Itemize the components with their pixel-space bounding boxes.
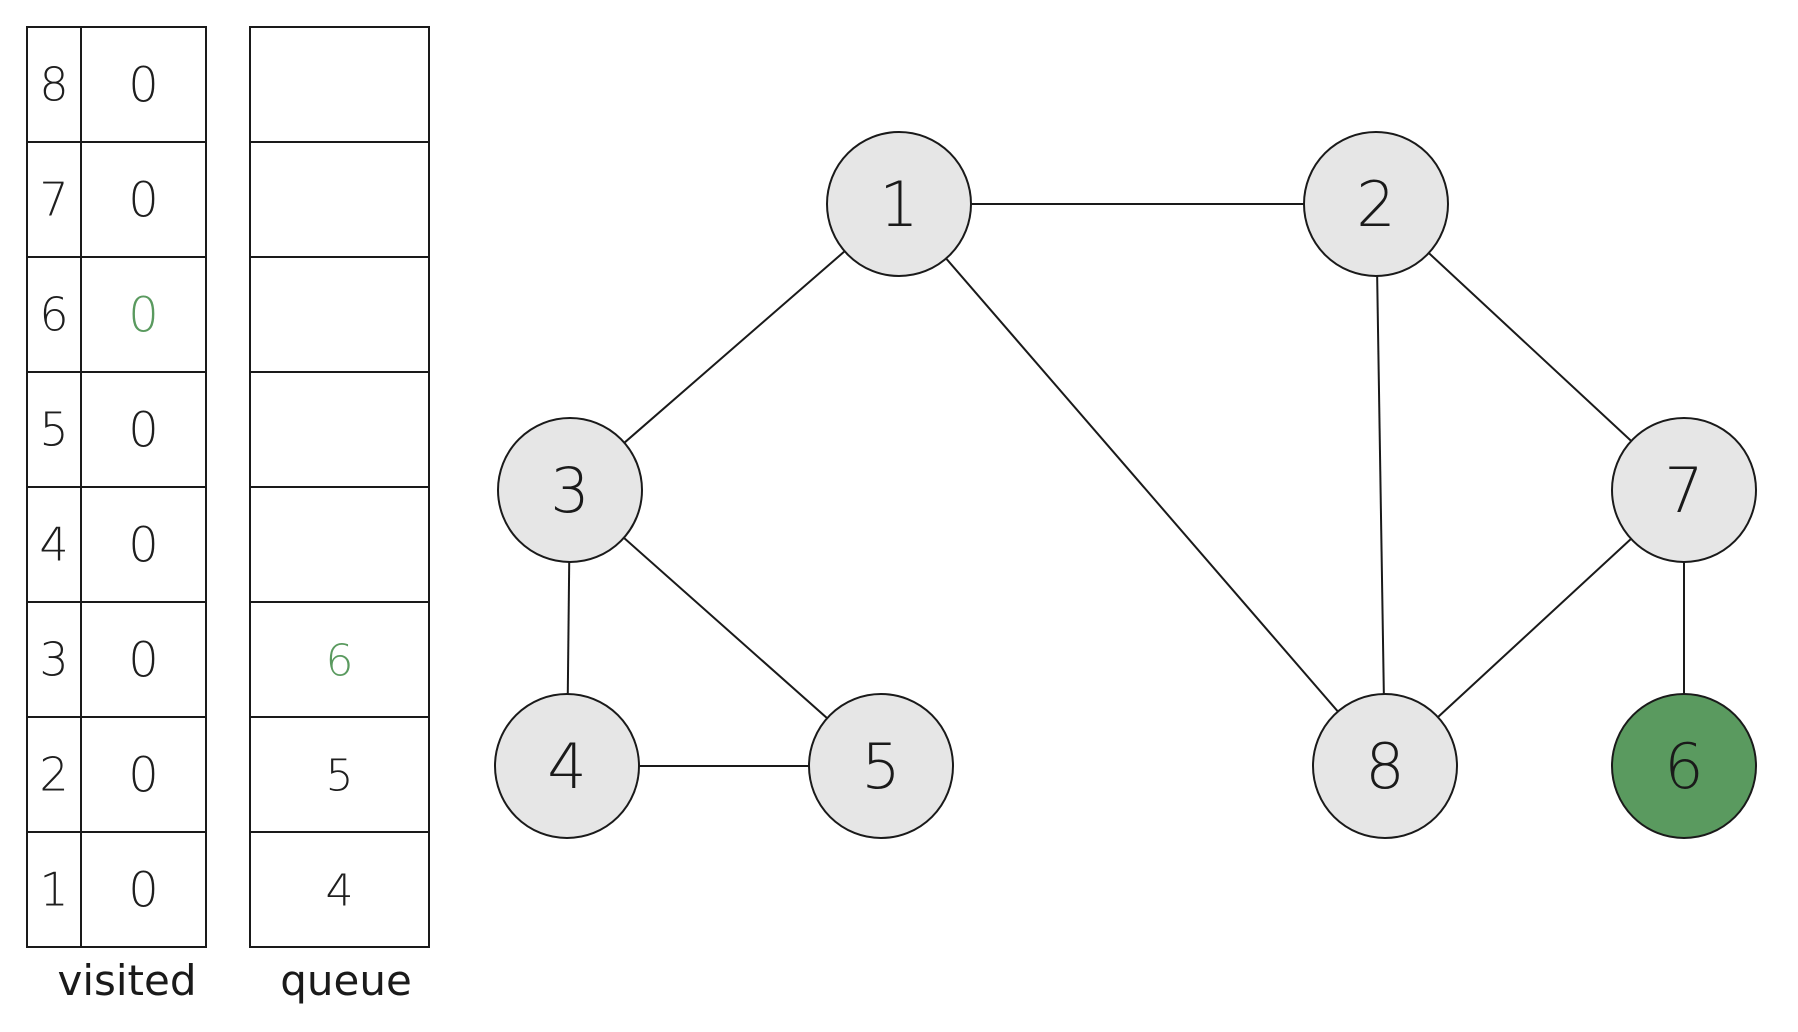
node-circle [826, 131, 972, 277]
visited-index: 6 [39, 288, 68, 342]
visited-index: 3 [39, 633, 68, 687]
node-label: 8 [1365, 730, 1404, 803]
visited-value: 0 [128, 748, 159, 804]
visited-index: 2 [39, 748, 68, 802]
graph-node-4: 4 [494, 693, 640, 839]
queue-cell-box [249, 256, 430, 373]
visited-value: 0 [128, 58, 159, 114]
node-label: 6 [1664, 730, 1703, 803]
node-circle [494, 693, 640, 839]
node-label: 7 [1664, 454, 1703, 527]
queue-caption: queue [280, 956, 412, 1005]
queue-cell-value: 4 [326, 866, 354, 917]
queue-cell: 5 [249, 716, 430, 833]
graph-node-2: 2 [1303, 131, 1449, 277]
graph-nodes: 1 2 3 4 5 6 7 8 [494, 131, 1757, 839]
queue-cell-box [249, 26, 430, 143]
visited-index: 7 [39, 173, 68, 227]
visited-value: 0 [128, 403, 159, 459]
queue-cell [249, 141, 430, 258]
visited-value-cell [80, 831, 207, 948]
graph-node-7: 7 [1611, 417, 1757, 563]
queue-table: 6 5 4 [249, 26, 430, 948]
node-circle [497, 417, 643, 563]
node-circle [1303, 131, 1449, 277]
queue-cell: 4 [249, 831, 430, 948]
graph-node-3: 3 [497, 417, 643, 563]
queue-cell-box [249, 141, 430, 258]
node-label: 2 [1356, 168, 1395, 241]
visited-index: 1 [39, 863, 68, 917]
node-label: 1 [879, 168, 918, 241]
queue-cell-value: 5 [326, 751, 354, 802]
node-label: 5 [861, 730, 900, 803]
queue-cell [249, 256, 430, 373]
queue-cell [249, 371, 430, 488]
graph-node-8: 8 [1312, 693, 1458, 839]
visited-value: 0 [128, 633, 159, 689]
visited-caption: visited [57, 956, 196, 1005]
queue-cell [249, 486, 430, 603]
graph-node-1: 1 [826, 131, 972, 277]
queue-cell-value: 6 [326, 636, 354, 687]
queue-cell-box [249, 371, 430, 488]
edge-1-8 [898, 203, 1386, 767]
visited-index: 4 [39, 518, 68, 572]
visited-value: 0 [128, 518, 159, 574]
node-circle [808, 693, 954, 839]
visited-index: 8 [39, 58, 68, 112]
graph-node-6: 6 [1611, 693, 1757, 839]
edge-2-8 [1375, 203, 1386, 767]
node-label: 4 [547, 730, 586, 803]
node-circle [1611, 417, 1757, 563]
visited-value: 0 [128, 173, 159, 229]
node-label: 3 [550, 454, 589, 527]
queue-cell: 6 [249, 601, 430, 718]
queue-cell-box [249, 486, 430, 603]
visited-value: 0 [128, 288, 159, 344]
visited-value: 0 [128, 863, 159, 919]
node-circle [1611, 693, 1757, 839]
node-circle [1312, 693, 1458, 839]
visited-index: 5 [39, 403, 68, 457]
graph-edges [566, 203, 1685, 767]
queue-cell [249, 26, 430, 143]
graph-node-5: 5 [808, 693, 954, 839]
queue-cell-box [249, 831, 430, 948]
